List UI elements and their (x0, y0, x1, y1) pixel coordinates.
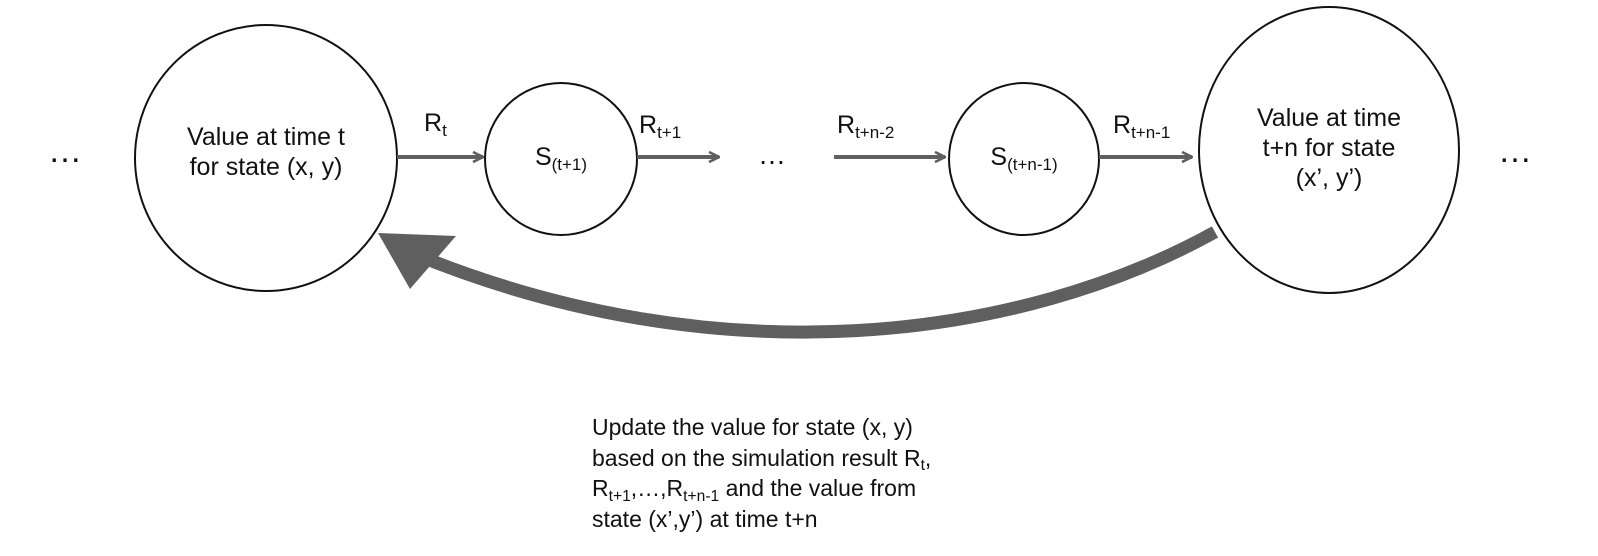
edge-label-r-t-plus-n-minus-2: Rt+n-2 (837, 111, 895, 142)
node-value-at-time-t-plus-n (1198, 6, 1460, 294)
node-value-at-time-t-plus-n-label: Value at time t+n for state (x’, y’) (1256, 104, 1402, 192)
edge-label-r-t-plus-1: Rt+1 (639, 111, 682, 142)
node-value-at-time-t-label: Value at time t for state (x, y) (187, 123, 345, 181)
update-note-line-3: Rt+1,…,Rt+n-1 and the value from (592, 475, 917, 505)
update-note-line-1: Update the value for state (x, y) (592, 414, 913, 440)
update-note: Update the value for state (x, y) based … (592, 412, 931, 534)
update-note-line-2: based on the simulation result Rt, (592, 444, 932, 474)
update-note-line-4: state (x’,y’) at time t+n (592, 505, 818, 532)
backup-arrowhead (378, 233, 456, 289)
ellipsis-left: … (48, 132, 84, 170)
edge-label-r-t-plus-n-minus-1: Rt+n-1 (1113, 111, 1171, 142)
ellipsis-middle: … (758, 139, 788, 170)
node-state-t-plus-1-label: S(t+1) (534, 143, 588, 174)
node-state-t-plus-n-minus-1-label: S(t+n-1) (990, 143, 1058, 174)
edge-label-r-t: Rt (424, 109, 447, 140)
backup-arrow (409, 226, 1219, 339)
ellipsis-right: … (1498, 132, 1534, 170)
